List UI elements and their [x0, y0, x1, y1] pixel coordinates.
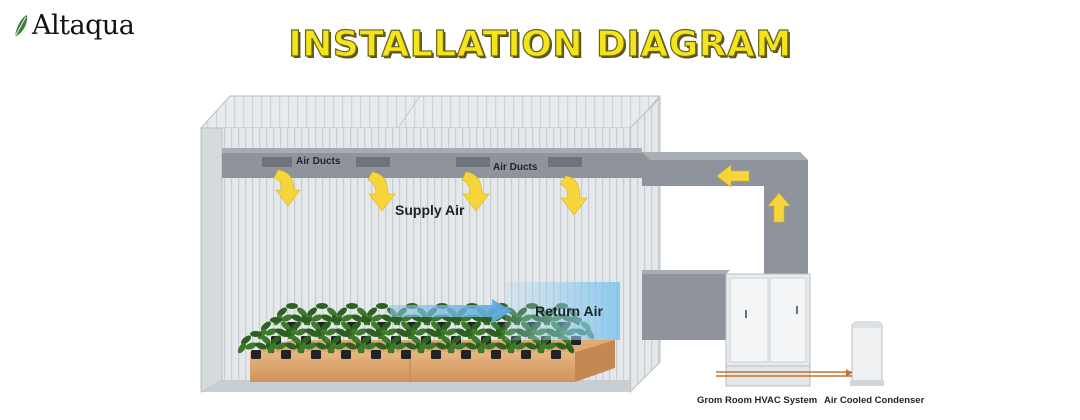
air-ducts-label: Air Ducts: [493, 162, 538, 173]
air-ducts-label: Air Ducts: [296, 156, 341, 167]
right-arrow-icon: [846, 369, 852, 377]
right-arrow-icon: [390, 299, 512, 323]
room-left-wall: [200, 127, 223, 393]
down-arrow-icon: [273, 169, 301, 207]
down-arrow-icon: [367, 171, 396, 212]
supply-air-label: Supply Air: [395, 202, 465, 218]
return-duct-top: [642, 270, 730, 274]
air-cooled-condenser: [850, 321, 884, 386]
down-arrow-icon: [559, 175, 588, 216]
air-vent: [456, 157, 490, 167]
plant: [297, 331, 335, 359]
plant: [447, 331, 485, 359]
room-roof: [199, 95, 662, 129]
return-air-glow: [505, 282, 620, 340]
down-arrow-icon: [461, 171, 490, 212]
air-vent: [262, 157, 292, 167]
hvac-system-caption: Grom Room HVAC System: [697, 395, 818, 406]
air-vent: [356, 157, 390, 167]
leaf-icon: [14, 14, 28, 37]
page-title: INSTALLATION DIAGRAM: [288, 23, 792, 65]
room-floor: [201, 380, 630, 392]
room-right-wall: [629, 96, 661, 394]
air-vent: [548, 157, 582, 167]
brand-name: Altaqua: [32, 10, 135, 41]
refrigerant-pipes: [716, 371, 852, 377]
return-duct: [642, 274, 726, 340]
plant: [347, 317, 385, 345]
condenser-caption: Air Cooled Condenser: [824, 395, 925, 406]
hvac-duct-loop: [642, 152, 808, 278]
plant: [327, 331, 365, 359]
hvac-unit: [725, 273, 811, 387]
up-arrow-icon: [767, 192, 791, 223]
brand-logo: Altaqua: [12, 10, 135, 41]
return-air-label: Return Air: [535, 303, 603, 319]
left-arrow-icon: [716, 164, 750, 188]
